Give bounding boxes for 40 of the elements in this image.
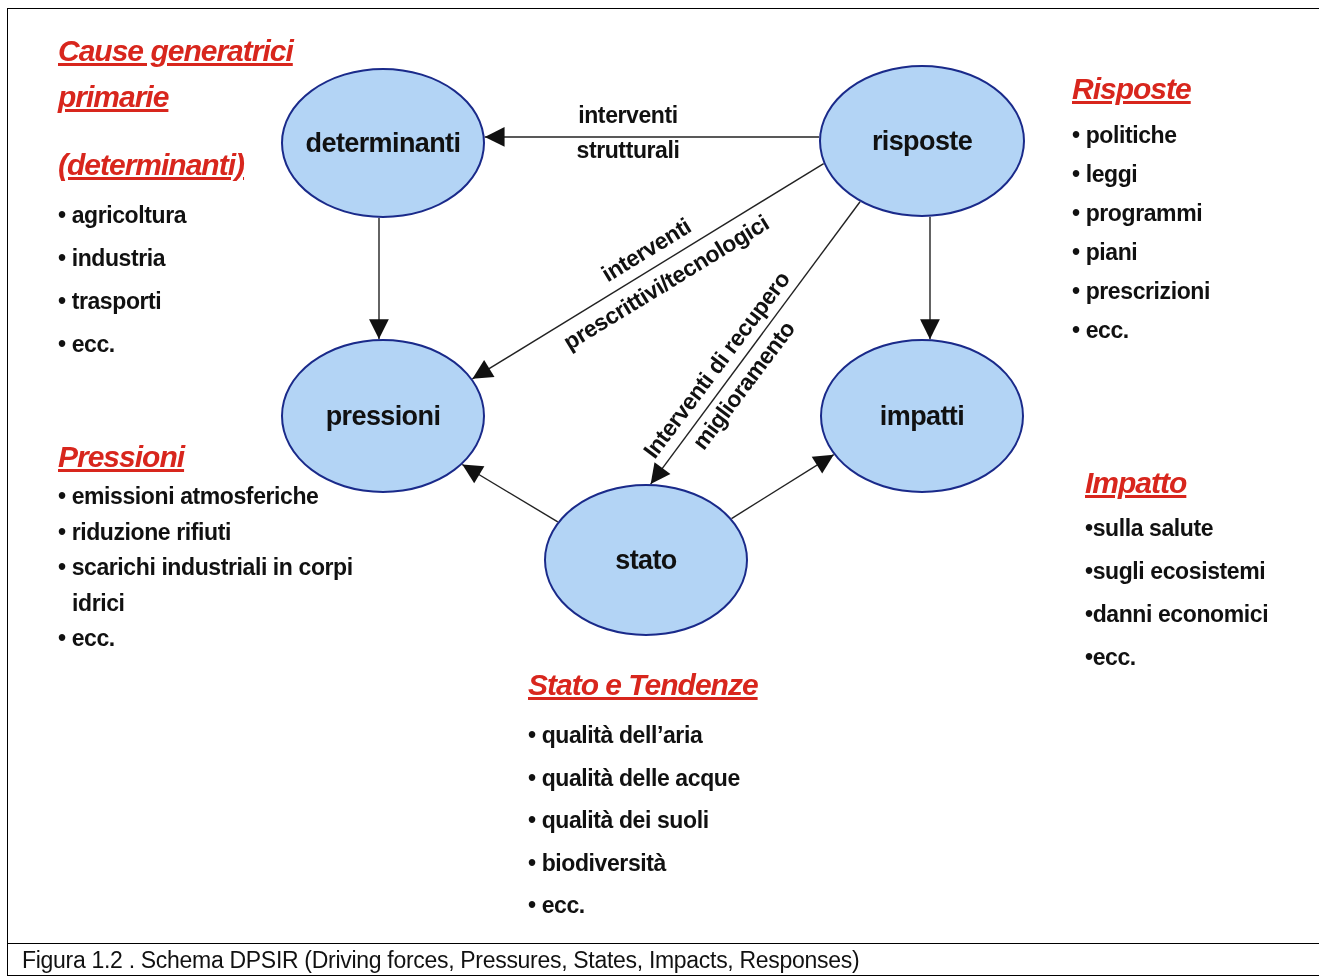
section-heading: Stato e Tendenze (528, 667, 759, 703)
node-label: determinanti (305, 127, 461, 159)
arrow (369, 217, 389, 340)
node-label: pressioni (325, 400, 441, 432)
arrow (920, 216, 940, 340)
bullet-item: • biodiversità (528, 848, 668, 878)
bullet-item: •ecc. (1085, 643, 1137, 672)
bullet-item: • scarichi industriali in corpi idrici (58, 553, 354, 618)
arrow (483, 127, 820, 147)
bullet-item: •sulla salute (1085, 514, 1215, 543)
bullet-item: • qualità delle acque (528, 763, 741, 793)
edge-label: interventi strutturali (575, 101, 681, 165)
bullet-item: • ecc. (58, 624, 116, 653)
bullet-item: • qualità dell’aria (528, 721, 704, 750)
bullet-item: • agricoltura (58, 201, 188, 230)
node-label: impatti (879, 400, 965, 432)
bullet-item: •sugli ecosistemi (1085, 557, 1267, 586)
bullet-item: • ecc. (528, 891, 586, 920)
bullet-item: • piani (1072, 238, 1139, 267)
bullet-item: •danni economici (1085, 600, 1270, 629)
node-label: stato (615, 544, 677, 576)
section-heading: Risposte (1072, 71, 1192, 107)
section-heading: Cause generatrici primarie (58, 33, 295, 115)
bullet-item: • emissioni atmosferiche (58, 482, 320, 511)
bullet-item: • leggi (1072, 160, 1139, 189)
bullet-item: • ecc. (1072, 316, 1130, 345)
section-heading: Impatto (1085, 465, 1188, 501)
bullet-item: • trasporti (58, 287, 163, 316)
section-heading: Pressioni (58, 439, 187, 475)
bullet-item: • politiche (1072, 121, 1178, 150)
bullet-item: • programmi (1072, 199, 1204, 228)
bullet-item: • industria (58, 244, 167, 273)
bullet-item: • riduzione rifiuti (58, 517, 232, 547)
bullet-item: • qualità dei suoli (528, 806, 710, 835)
arrow (471, 162, 825, 380)
arrow (649, 201, 861, 485)
node-label: risposte (871, 125, 973, 157)
bullet-item: • prescrizioni (1072, 277, 1211, 306)
bullet-item: • ecc. (58, 330, 116, 359)
figure-caption: Figura 1.2 . Schema DPSIR (Driving forces, Pressures, States, Impacts, Responses) (22, 947, 860, 974)
